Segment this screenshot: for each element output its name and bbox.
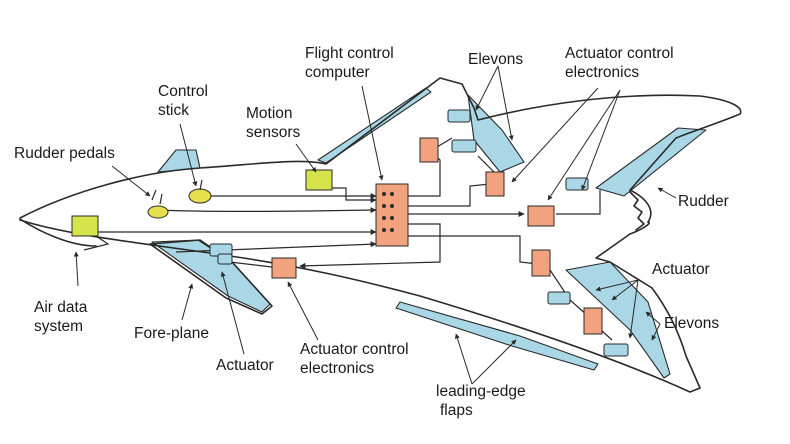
rudder-pedals-part	[147, 205, 169, 219]
control-stick-part	[188, 188, 212, 204]
label-elevons-bottom: Elevons	[664, 315, 719, 332]
elevon-top	[467, 94, 525, 173]
leading-edge-flap-top	[317, 87, 432, 164]
aircraft-outline	[19, 77, 742, 393]
actuator-units	[209, 109, 629, 357]
nose-lower	[19, 218, 97, 247]
fuselage-bottom-edge	[19, 219, 701, 393]
motion-sensors-box	[305, 169, 333, 191]
leader-lines	[73, 65, 677, 385]
label-air-data-system: Air data system	[34, 299, 92, 335]
fcc-connectors	[382, 192, 394, 232]
ace-box-1	[419, 137, 439, 163]
label-ace-top: Actuator control electronics	[565, 45, 678, 81]
ace-box-4	[531, 249, 551, 277]
rudder-surface	[595, 127, 707, 197]
ace-box-2	[485, 171, 505, 197]
fore-plane-outline	[149, 239, 273, 315]
label-motion-sensors: Motion sensors	[246, 105, 301, 141]
ace-box-3	[527, 205, 555, 227]
label-leading-edge-flaps: leading-edge flaps	[436, 383, 530, 419]
labels: Flight control computer Elevons Actuator…	[14, 45, 729, 419]
label-flight-control-computer: Flight control computer	[305, 45, 398, 81]
signal-wiring	[96, 137, 613, 341]
tail-jaggies	[629, 191, 645, 231]
label-actuator-right: Actuator	[652, 261, 710, 278]
leading-edge-flap-bottom	[395, 301, 599, 371]
fuselage-top-edge	[19, 77, 742, 223]
label-fore-plane: Fore-plane	[134, 325, 209, 342]
flight-control-computer-box	[375, 183, 409, 247]
label-actuator-bottom: Actuator	[216, 357, 274, 374]
control-surfaces	[151, 87, 707, 379]
label-control-stick: Control stick	[158, 83, 212, 119]
label-rudder-pedals: Rudder pedals	[14, 145, 115, 162]
ace-box-6	[271, 257, 297, 279]
label-elevons-top: Elevons	[468, 51, 523, 68]
components	[71, 109, 629, 357]
label-ace-bottom: Actuator control electronics	[300, 341, 413, 377]
air-data-box	[71, 215, 99, 237]
label-rudder: Rudder	[678, 193, 729, 210]
ace-box-5	[583, 307, 603, 335]
